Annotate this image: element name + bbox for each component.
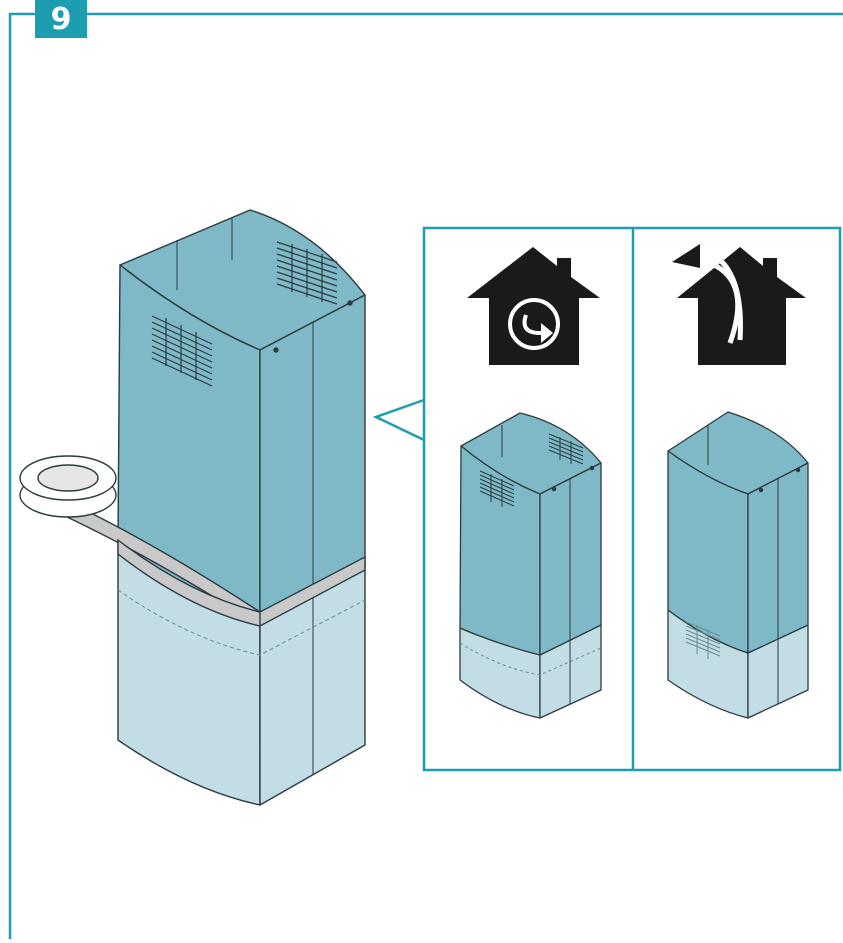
main-chimney-vent-back <box>276 241 338 305</box>
main-chimney-assembly <box>117 209 366 806</box>
main-chimney-vent-left <box>151 315 213 387</box>
recirculation-chimney <box>459 412 602 719</box>
step-number-badge: 9 <box>35 0 87 38</box>
extraction-chimney <box>667 411 809 719</box>
house-recirculation-icon <box>467 247 600 365</box>
step-frame <box>8 12 843 939</box>
mode-comparison-panel <box>422 226 842 772</box>
callout-pointer <box>372 398 425 442</box>
overlap-line <box>117 589 366 656</box>
house-extraction-icon <box>672 244 806 365</box>
tape-roll <box>19 455 366 627</box>
